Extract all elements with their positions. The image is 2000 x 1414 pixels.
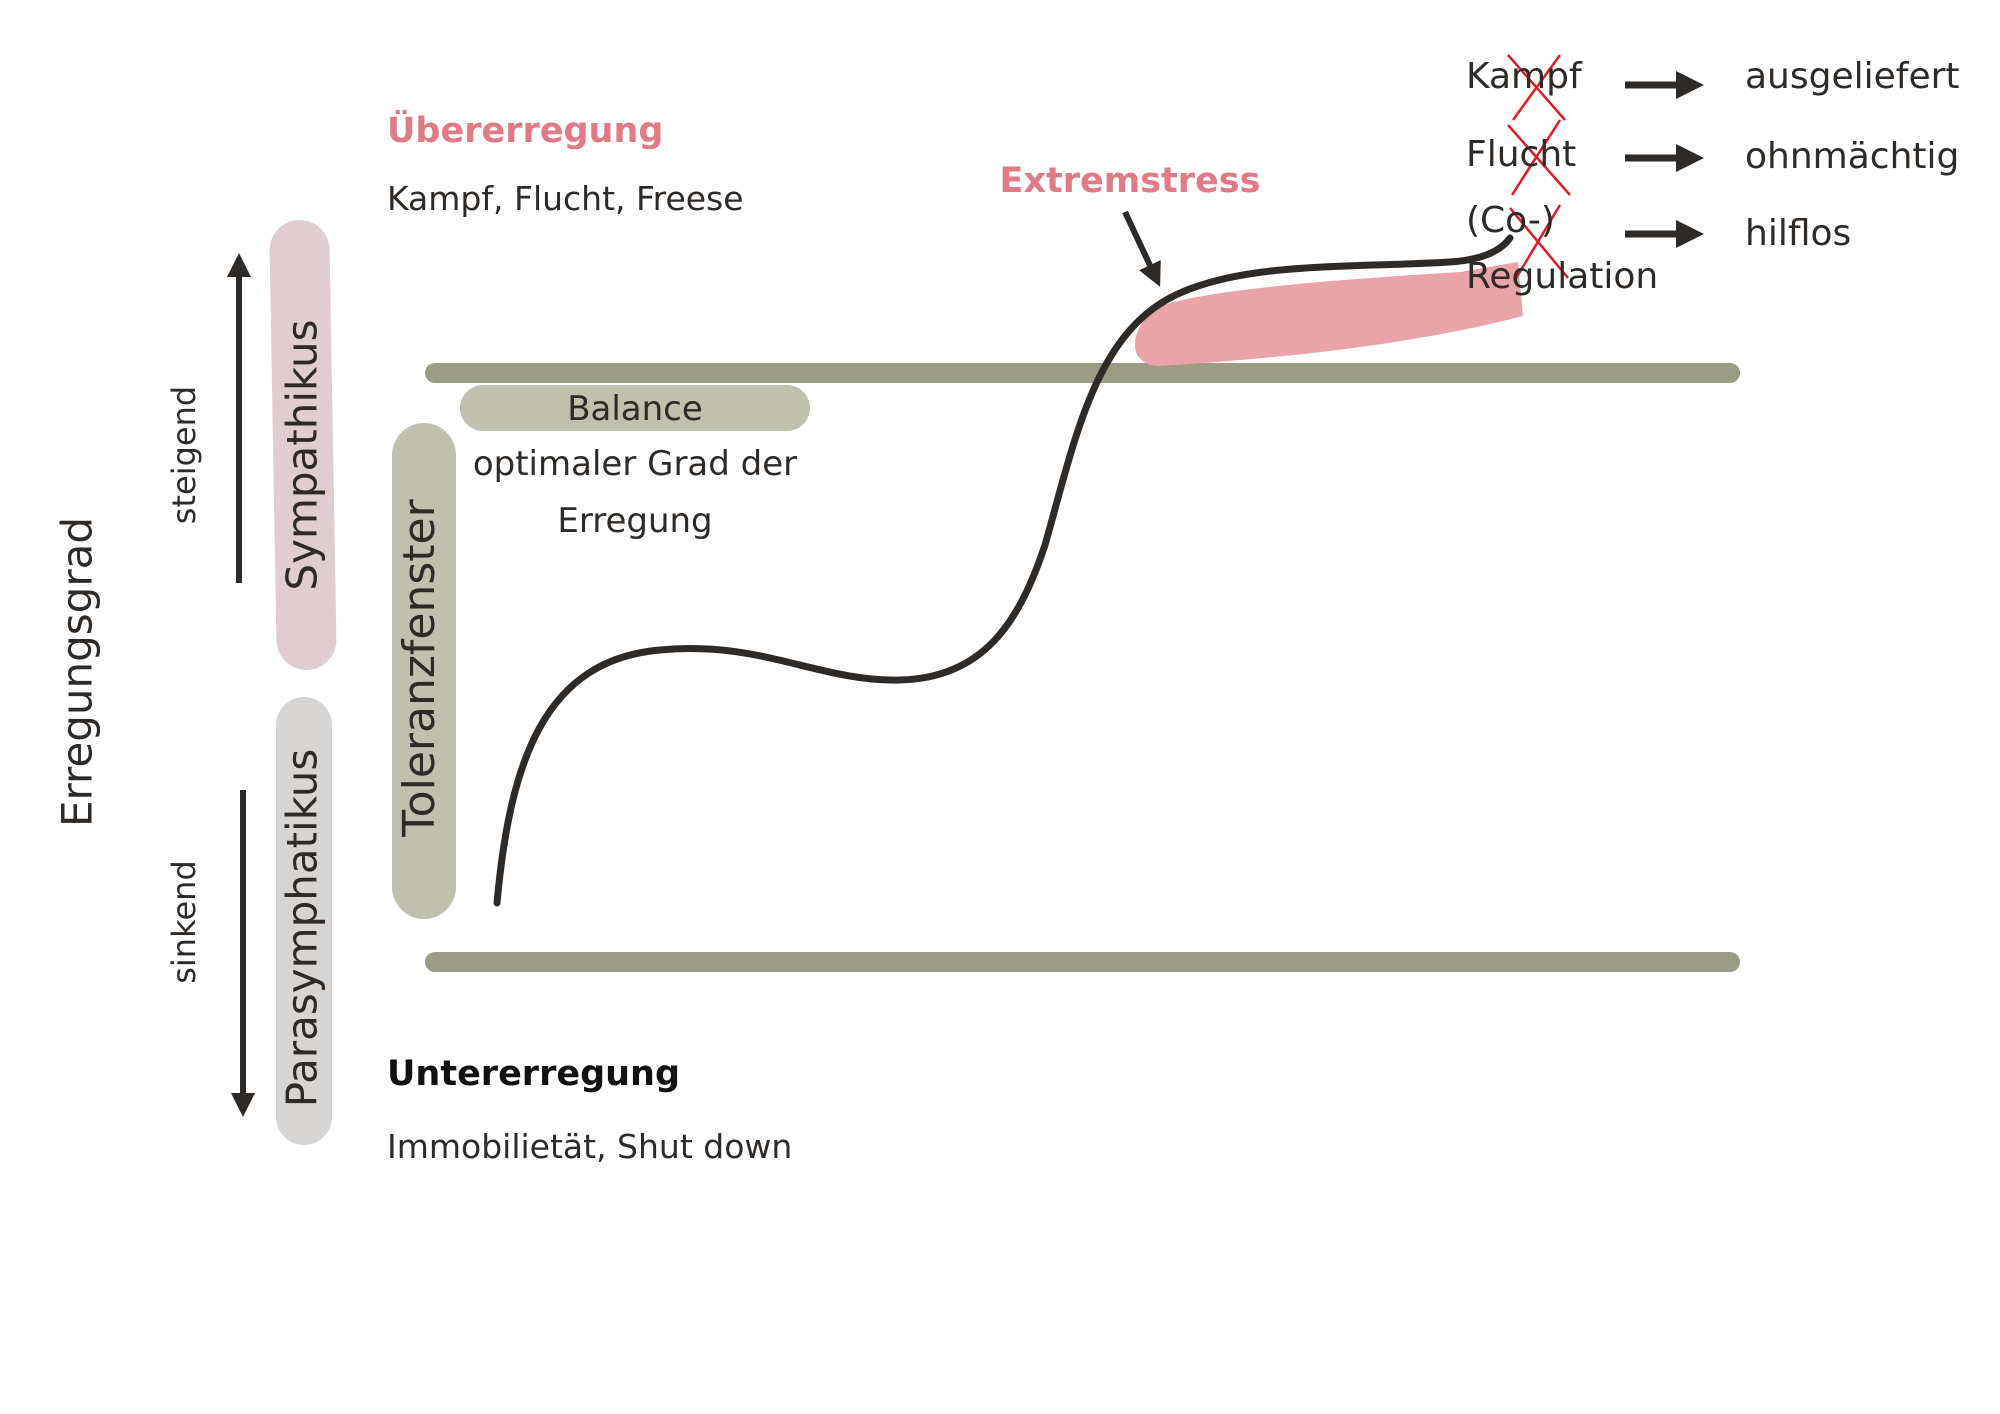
- sympathikus-pill: [269, 220, 337, 670]
- cross-regulation: [1509, 204, 1569, 281]
- axis-label: Erregungsgrad: [53, 517, 102, 827]
- balance-desc-line1: optimaler Grad der: [473, 444, 797, 484]
- result-ausgeliefert: ausgeliefert: [1745, 56, 1960, 97]
- sympathikus-label: Sympathikus: [278, 319, 327, 590]
- extremstress-label: Extremstress: [1000, 161, 1261, 201]
- extremstress-arrow: [1122, 210, 1161, 287]
- untererregung-title: Untererregung: [387, 1054, 680, 1094]
- extremstress-highlight: [1134, 262, 1523, 366]
- cross-kampf: [1507, 54, 1566, 121]
- response-kampf-term: Kampf: [1466, 56, 1583, 97]
- parasympathikus-pill: [276, 697, 332, 1145]
- uebererregung-title: Übererregung: [387, 109, 663, 151]
- steigend-label: steigend: [165, 386, 203, 524]
- parasympathikus-label: Parasymphatikus: [278, 749, 327, 1108]
- result-ohnmaechtig: ohnmächtig: [1745, 136, 1959, 177]
- uebererregung-desc: Kampf, Flucht, Freese: [387, 179, 744, 218]
- toleranzfenster-label: Toleranzfenster: [394, 498, 445, 837]
- balance-label: Balance: [567, 389, 703, 429]
- sinkend-label: sinkend: [165, 860, 203, 984]
- untererregung-desc: Immobilietät, Shut down: [387, 1127, 792, 1166]
- response-regulation-term: Regulation: [1466, 256, 1658, 297]
- toleranzfenster-pill: [392, 423, 456, 919]
- response-coreg-term: (Co-): [1466, 200, 1555, 241]
- arousal-curve: [493, 234, 1514, 907]
- cross-flucht: [1507, 119, 1571, 196]
- balance-pill: [460, 385, 810, 431]
- response-flucht-term: Flucht: [1466, 134, 1576, 175]
- result-hilflos: hilflos: [1745, 213, 1851, 254]
- balance-desc-line2: Erregung: [557, 501, 712, 541]
